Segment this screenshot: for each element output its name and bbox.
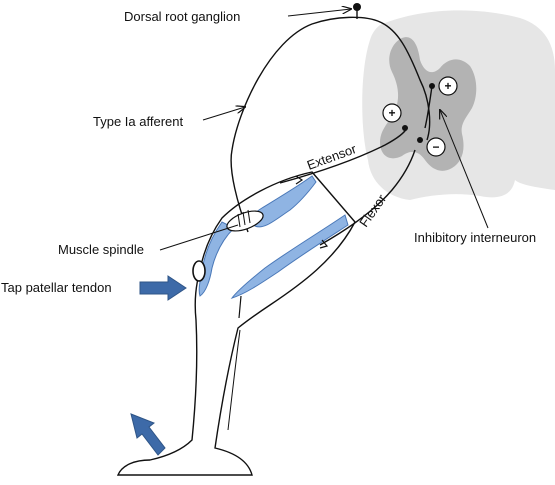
shin-line (227, 329, 241, 431)
extensor-muscle-upper (251, 175, 317, 228)
muscle-spindle-capsule (226, 210, 264, 232)
spindle-fiber-3 (247, 209, 251, 224)
synapse-flexor (417, 137, 423, 143)
plus-sign-top: + (444, 79, 451, 93)
labels: Dorsal root ganglion Type Ia afferent Ex… (1, 9, 536, 295)
extensor-terminal-arrow (295, 175, 304, 185)
leg-outline (116, 171, 356, 476)
extensor-motor-neuron (279, 127, 408, 184)
extensor-muscle-lower (198, 221, 235, 297)
minus-sign: − (432, 140, 439, 154)
flexor-terminal-arrow (319, 239, 329, 249)
type-ia-afferent-fiber (230, 16, 431, 233)
label-dorsal-root-ganglion: Dorsal root ganglion (124, 9, 240, 24)
patellar-tendon (192, 260, 206, 282)
flexor-motor-neuron (319, 149, 416, 246)
knee-crease (238, 295, 242, 319)
label-tap-patellar-tendon: Tap patellar tendon (1, 280, 112, 295)
spindle-fiber-2 (242, 211, 246, 226)
motor-pathways (279, 83, 435, 249)
synapse-interneuron (429, 83, 435, 89)
interneuron-link (424, 85, 433, 129)
label-flexor: Flexor (356, 191, 389, 230)
label-muscle-spindle: Muscle spindle (58, 242, 144, 257)
flexor-muscle (230, 214, 349, 299)
afferent-pathway (230, 3, 431, 233)
synapse-signs: + + − (382, 76, 458, 157)
muscles (192, 175, 349, 299)
stimulus-arrows (130, 275, 187, 456)
label-inhibitory-interneuron: Inhibitory interneuron (414, 230, 536, 245)
spindle-pointer (159, 224, 239, 251)
afferent-pointer (202, 107, 245, 121)
leader-lines (159, 9, 489, 251)
plus-sign-left: + (388, 106, 395, 120)
dorsal-root-ganglion-dot (353, 3, 361, 11)
plus-circle-top (438, 76, 458, 96)
ganglion-pointer (287, 9, 351, 17)
minus-circle (426, 137, 446, 157)
spindle-fiber-1 (237, 213, 241, 228)
label-extensor: Extensor (305, 141, 359, 173)
interneuron-pointer (440, 110, 489, 229)
plus-circle-left (382, 103, 402, 123)
leg (116, 171, 356, 476)
label-type-ia-afferent: Type Ia afferent (93, 114, 183, 129)
tap-arrow (139, 275, 187, 301)
synapse-extensor (402, 125, 408, 131)
leg-kick-arrow (130, 413, 166, 456)
